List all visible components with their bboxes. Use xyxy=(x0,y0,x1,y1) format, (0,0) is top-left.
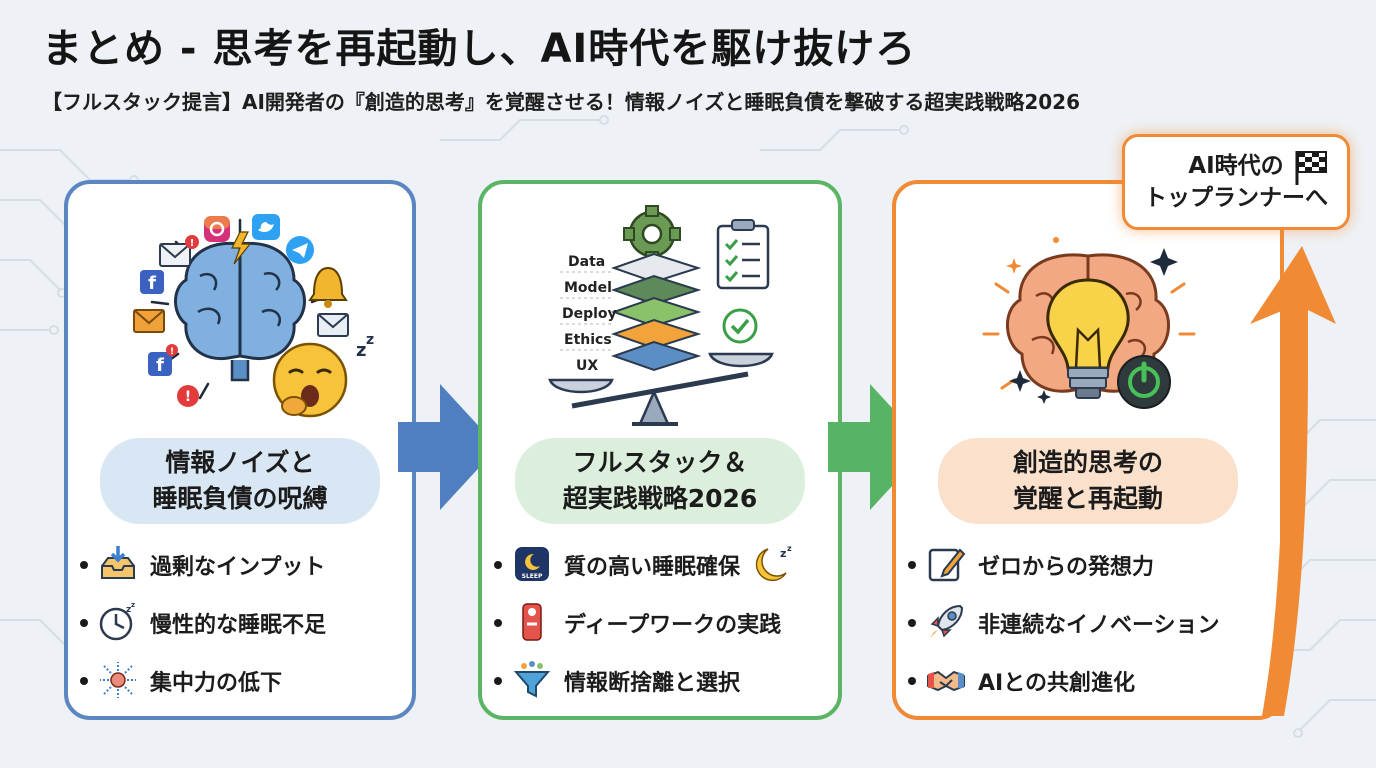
list-item: AIとの共創進化 xyxy=(896,652,1220,710)
list-item: ディープワークの実践 xyxy=(482,594,794,652)
rising-arrow xyxy=(1250,246,1336,716)
svg-text:f: f xyxy=(148,273,156,294)
power-button-icon xyxy=(1117,355,1171,409)
scattered-focus-icon xyxy=(100,662,136,698)
lightbulb-icon xyxy=(1046,278,1130,399)
brain-noise-illustration: ! f f ! xyxy=(133,214,374,418)
clock-sleep-icon: z z xyxy=(99,602,135,641)
flow-arrow-2 xyxy=(828,384,928,510)
layer-stack xyxy=(610,252,702,372)
balance-scale-icon xyxy=(548,352,774,426)
problem-list: 過剰なインプット z z 慢性的な睡眠不足 xyxy=(68,536,326,710)
twitter-icon xyxy=(252,214,280,240)
goal-callout: AI時代の トップランナーへ xyxy=(1122,134,1350,230)
brain-icon xyxy=(174,241,306,382)
checkered-flag-icon xyxy=(1295,151,1327,185)
stack-balance-illustration: Data Model Deploy Ethics UX xyxy=(548,205,774,426)
awakening-pill: 創造的思考の 覚醒と再起動 xyxy=(938,438,1238,524)
svg-text:!: ! xyxy=(170,347,174,357)
lightning-icon xyxy=(231,231,252,265)
handshake-icon xyxy=(927,670,965,692)
rocket-icon xyxy=(930,604,964,638)
problem-card: ! f f ! xyxy=(64,180,416,720)
svg-text:!: ! xyxy=(185,389,191,405)
funnel-icon xyxy=(513,661,551,698)
svg-text:z: z xyxy=(126,605,131,615)
layer-label: Model xyxy=(564,280,612,296)
layer-label: Deploy xyxy=(562,306,617,322)
pencil-note-icon xyxy=(928,548,966,582)
strategy-pill: フルスタック＆ 超実践戦略2026 xyxy=(515,438,805,524)
list-item: ゼロからの発想力 xyxy=(896,536,1220,594)
mail-alert-icon: ! xyxy=(159,235,199,267)
zzz-icon: z xyxy=(356,340,366,361)
layer-label: Data xyxy=(568,254,605,270)
list-item: 情報断捨離と選択 xyxy=(482,652,794,710)
flow-arrow-1 xyxy=(398,384,498,510)
svg-text:z: z xyxy=(131,602,135,609)
layer-label: UX xyxy=(576,358,598,374)
list-item: 集中力の低下 xyxy=(68,652,326,710)
awakening-card: 創造的思考の 覚醒と再起動 ゼロからの発想力 非連続なイノベーション xyxy=(892,180,1284,720)
brain-lightbulb-illustration xyxy=(982,237,1196,409)
list-item: z z 慢性的な睡眠不足 xyxy=(68,594,326,652)
awakening-list: ゼロからの発想力 非連続なイノベーション AIとの共創進化 xyxy=(896,536,1220,710)
sparkle-icon xyxy=(1009,248,1178,404)
page-subtitle: 【フルスタック提言】AI開発者の『創造的思考』を覚醒させる！情報ノイズと睡眠負債… xyxy=(42,90,1080,114)
bell-icon xyxy=(308,266,348,308)
svg-text:z: z xyxy=(787,544,792,553)
problem-pill: 情報ノイズと 睡眠負債の呪縛 xyxy=(100,438,380,524)
strategy-card: Data Model Deploy Ethics UX フルスタック＆ 超実践戦… xyxy=(478,180,842,720)
instagram-icon xyxy=(204,216,230,242)
facebook-alert-icon: f ! xyxy=(148,344,178,376)
strategy-list: SLEEP 質の高い睡眠確保 z z ディープワークの実践 xyxy=(482,536,794,710)
svg-text:SLEEP: SLEEP xyxy=(522,573,543,580)
svg-text:f: f xyxy=(156,355,164,376)
list-item: SLEEP 質の高い睡眠確保 z z xyxy=(482,536,794,594)
inbox-overload-icon xyxy=(101,546,135,579)
crescent-moon-icon: z z xyxy=(755,544,792,582)
telegram-icon xyxy=(286,236,314,264)
checklist-icon xyxy=(716,219,770,290)
do-not-disturb-icon xyxy=(522,603,542,641)
svg-text:z: z xyxy=(780,547,786,560)
list-item: 非連続なイノベーション xyxy=(896,594,1220,652)
mail-icon xyxy=(133,309,165,333)
gear-icon xyxy=(623,205,681,263)
page-title: まとめ - 思考を再起動し、AI時代を駆け抜けろ xyxy=(42,26,917,72)
svg-text:z: z xyxy=(366,332,374,348)
svg-text:!: ! xyxy=(190,238,195,249)
check-circle-icon xyxy=(722,308,758,344)
layer-label: Ethics xyxy=(564,332,612,348)
sleep-app-icon: SLEEP xyxy=(515,547,549,581)
mail-icon xyxy=(317,313,349,337)
facebook-icon: f xyxy=(140,270,164,294)
layer-labels: Data Model Deploy Ethics UX xyxy=(562,254,617,374)
yawning-face-icon: z z xyxy=(272,332,374,418)
sparkle-icon xyxy=(1006,237,1059,274)
alert-icon: ! xyxy=(177,385,199,407)
list-item: 過剰なインプット xyxy=(68,536,326,594)
